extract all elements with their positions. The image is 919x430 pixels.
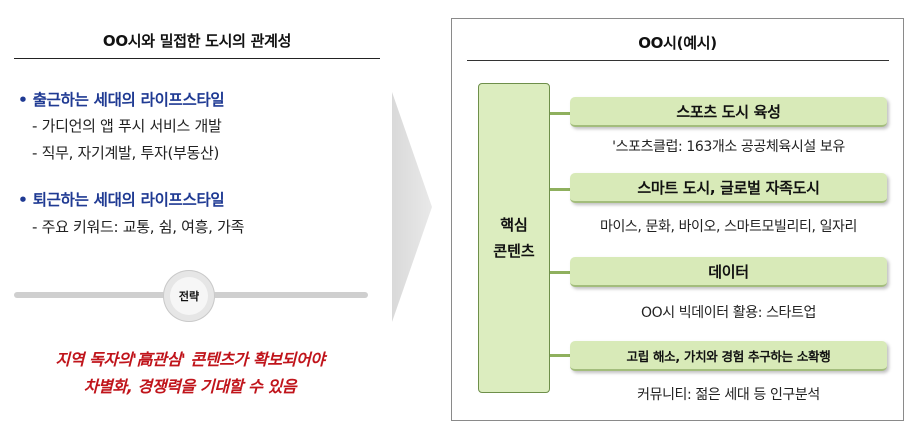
content-item-smart-city-desc: 마이스, 문화, 바이오, 스마트모빌리티, 일자리 [599, 219, 858, 235]
connector-4 [550, 354, 572, 357]
content-item-community-desc: 커뮤니티: 젊은 세대 등 인구분석 [637, 387, 820, 403]
right-panel-title: OO시(예시) [638, 34, 717, 52]
group1-heading: • 출근하는 세대의 라이프스타일 [18, 91, 225, 109]
right-title-divider [467, 60, 889, 61]
left-title-divider [14, 58, 380, 59]
core-label-line-1: 핵심 [500, 216, 528, 234]
group2-item-1: - 주요 키워드: 교통, 쉼, 여흥, 가족 [32, 218, 245, 236]
content-item-data-desc: OO시 빅데이터 활용: 스타트업 [641, 305, 816, 321]
content-item-smart-city: 스마트 도시, 글로벌 자족도시 [570, 173, 887, 203]
content-item-data-label: 데이터 [708, 262, 749, 281]
content-item-smart-city-label: 스마트 도시, 글로벌 자족도시 [637, 178, 820, 197]
group2-heading: • 퇴근하는 세대의 라이프스타일 [18, 191, 225, 209]
strategy-badge: 전략 [170, 277, 208, 315]
connector-1 [550, 112, 572, 115]
core-content-box: 핵심 콘텐츠 [478, 83, 550, 393]
group1-item-2: - 직무, 자기계발, 투자(부동산) [32, 144, 220, 162]
content-item-community: 고립 해소, 가치와 경험 추구하는 소확행 [570, 341, 887, 371]
conclusion-line-1: 지역 독자의'高관심' 콘텐츠가 확보되어야 [55, 350, 325, 369]
content-item-data: 데이터 [570, 257, 887, 287]
connector-2 [550, 188, 572, 191]
left-panel-title: OO시와 밀접한 도시의 관계성 [102, 32, 292, 50]
conclusion-line-2: 차별화, 경쟁력을 기대할 수 있음 [83, 377, 297, 396]
content-item-community-label: 고립 해소, 가치와 경험 추구하는 소확행 [626, 348, 831, 364]
content-item-sports-label: 스포츠 도시 육성 [676, 102, 781, 121]
right-arrow-icon [392, 92, 432, 322]
group1-item-1: - 가디언의 앱 푸시 서비스 개발 [32, 117, 222, 135]
content-item-sports: 스포츠 도시 육성 [570, 97, 887, 127]
connector-3 [550, 271, 572, 274]
content-item-sports-desc: '스포츠클럽: 163개소 공공체육시설 보유 [612, 139, 845, 155]
core-label-line-2: 콘텐츠 [493, 242, 535, 260]
right-panel-frame [451, 18, 904, 421]
